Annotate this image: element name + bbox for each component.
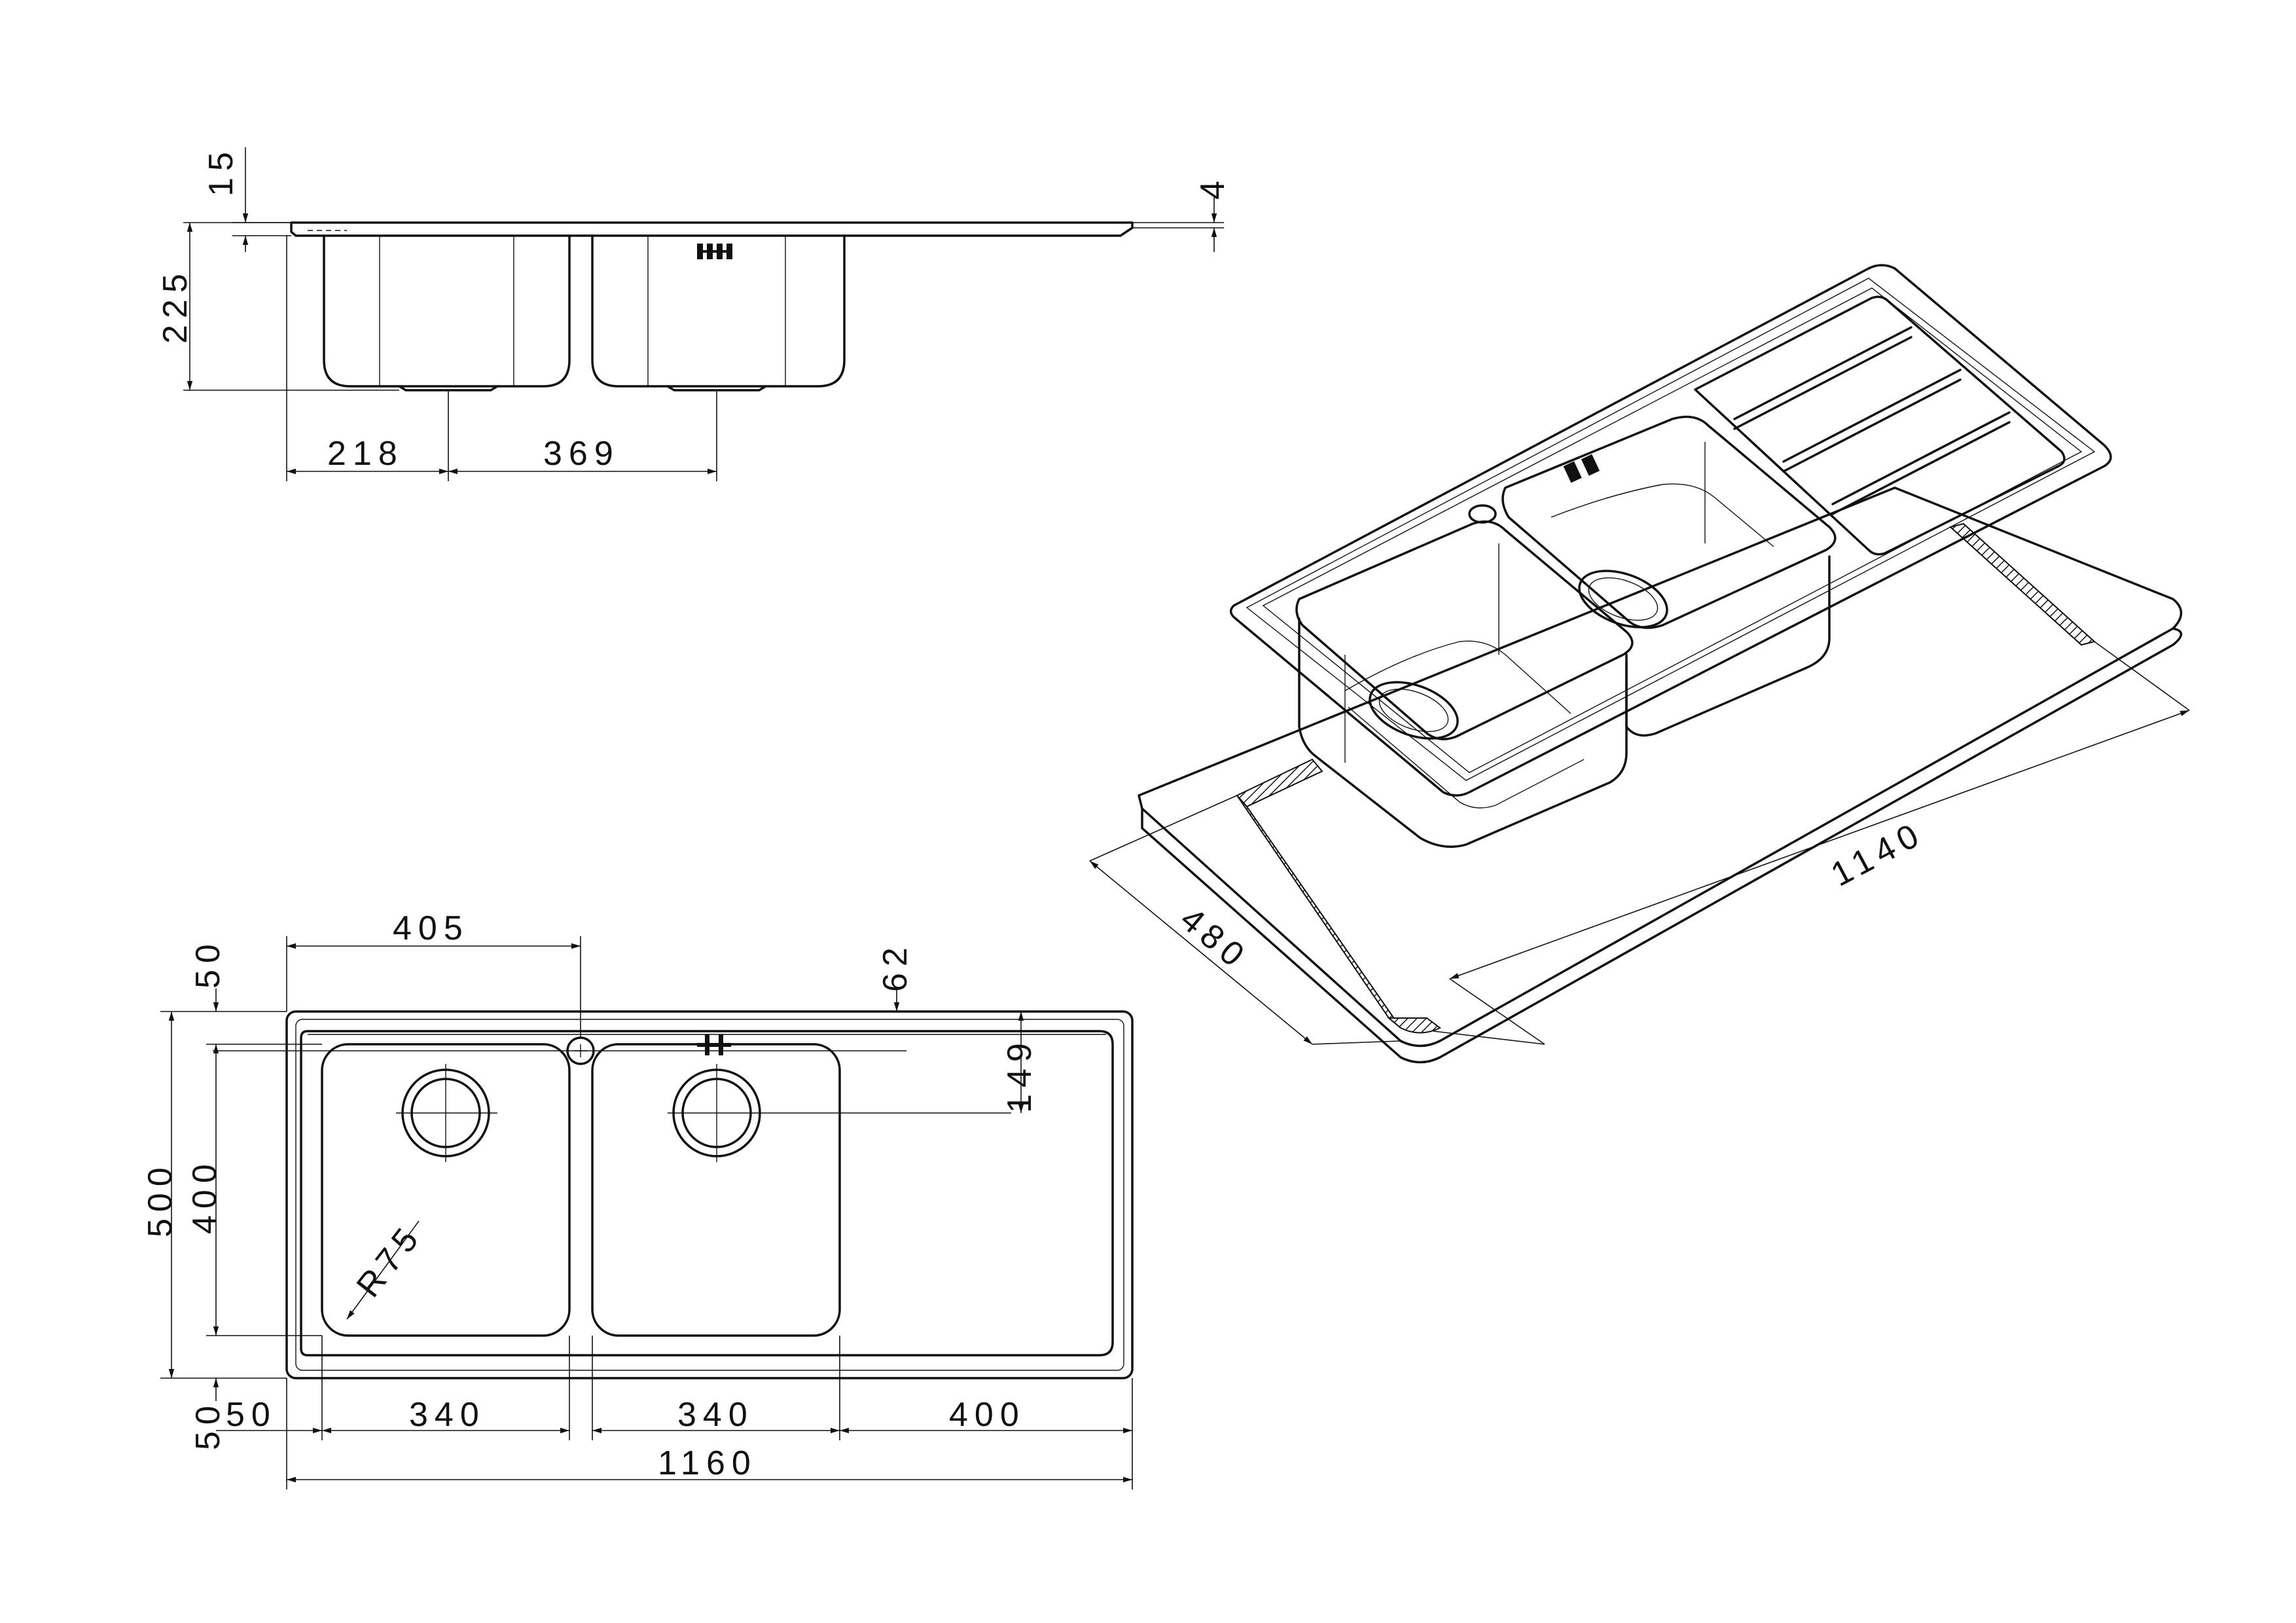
dim-drain-offset: 218	[327, 435, 404, 473]
dim-drain-spacing: 369	[543, 435, 620, 473]
dim-drain-to-back: 149	[1001, 1036, 1039, 1113]
dim-overall-width: 1160	[658, 1444, 757, 1482]
overflow-icon	[697, 244, 732, 259]
iso-tap-hole-icon	[1468, 504, 1497, 524]
dim-bowl-depth-plan: 400	[186, 1158, 224, 1234]
dim-flange-thickness: 15	[202, 145, 240, 196]
iso-view: 1140 480	[1089, 264, 2190, 1064]
dim-bowl2-width: 340	[677, 1396, 754, 1434]
drain-1-icon	[396, 1064, 497, 1162]
dim-rim-thickness: 4	[1194, 174, 1232, 200]
drain-2-icon	[668, 1064, 1011, 1162]
top-view: R75 405 62 149 500 400 50 50	[141, 909, 1134, 1489]
dim-overall-depth: 500	[141, 1161, 179, 1237]
dim-drainer-width: 400	[949, 1396, 1026, 1434]
iso-overflow-icon	[1563, 454, 1600, 483]
dim-bowl-depth: 225	[156, 267, 194, 344]
dim-back-margin: 50	[189, 938, 227, 989]
overflow-top-icon	[697, 1034, 731, 1055]
side-view: 15 4 225 218 369	[156, 145, 1232, 481]
dim-bowl1-width: 340	[409, 1396, 486, 1434]
dim-tap-offset: 405	[393, 909, 469, 947]
dim-cutout-depth: 480	[1173, 900, 1256, 978]
dim-tap-to-edge: 62	[876, 941, 914, 992]
dim-left-margin: 50	[226, 1396, 277, 1434]
dim-corner-radius: R75	[350, 1216, 430, 1305]
dim-front-margin: 50	[189, 1399, 227, 1450]
iso-drain-2-icon	[1578, 570, 1668, 629]
dim-cutout-width: 1140	[1825, 814, 1930, 894]
